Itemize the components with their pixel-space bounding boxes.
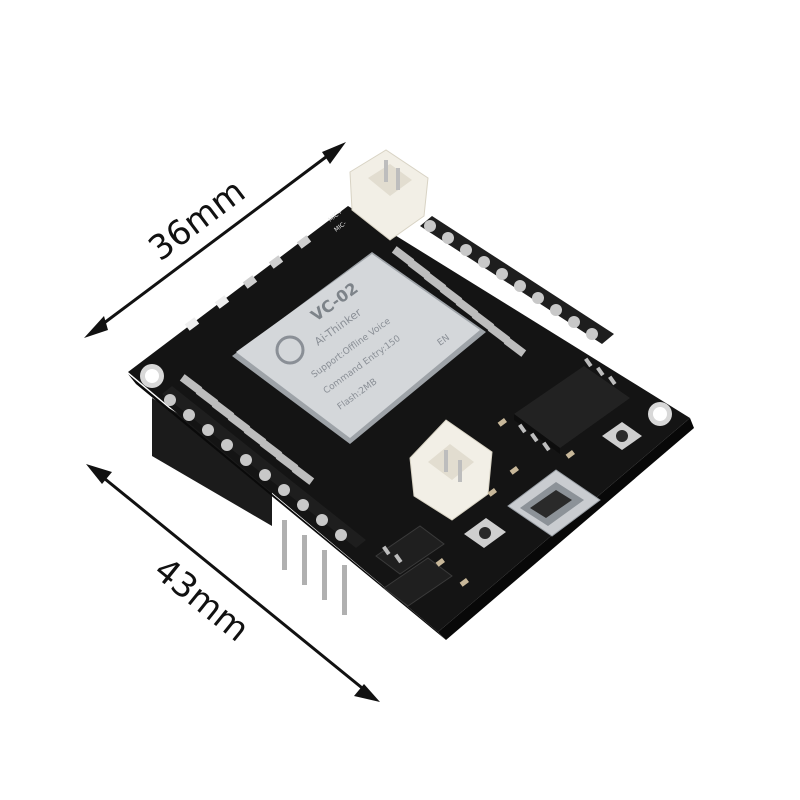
left-pin-header bbox=[162, 386, 366, 548]
width-arrow-head-right bbox=[322, 142, 346, 164]
passive-components bbox=[435, 417, 575, 587]
jst-connector-middle bbox=[409, 419, 493, 521]
top-pin-header bbox=[420, 216, 614, 344]
module-pads bbox=[179, 246, 527, 485]
length-arrow-head-bottom bbox=[354, 684, 380, 702]
vc02-module: VC-02 Ai-Thinker Support:Offline Voice C… bbox=[232, 252, 486, 444]
length-arrow-head-top bbox=[86, 464, 112, 484]
width-arrow-line bbox=[91, 146, 339, 334]
tactile-button-right bbox=[602, 422, 642, 450]
underside-block bbox=[152, 398, 272, 526]
mount-hole-left-inner bbox=[145, 369, 159, 383]
regulator-1 bbox=[375, 525, 445, 575]
board-edge-front bbox=[128, 374, 446, 640]
ic-chip bbox=[514, 357, 630, 454]
ai-logo-icon bbox=[275, 335, 305, 365]
length-label: 43mm bbox=[146, 550, 256, 650]
jst-connector-top bbox=[349, 149, 429, 241]
length-arrow-line bbox=[93, 468, 373, 698]
dev-board: VC-02 Ai-Thinker Support:Offline Voice C… bbox=[128, 149, 694, 640]
width-arrow-head-left bbox=[84, 316, 108, 338]
led-row bbox=[184, 235, 312, 331]
mount-hole-right-inner bbox=[653, 407, 667, 421]
downward-pins bbox=[282, 520, 347, 615]
module-shield bbox=[236, 254, 480, 438]
board-edge-right bbox=[438, 418, 694, 640]
regulator-2 bbox=[383, 557, 453, 607]
micro-usb-port bbox=[507, 469, 601, 537]
tactile-button-left bbox=[464, 518, 506, 548]
